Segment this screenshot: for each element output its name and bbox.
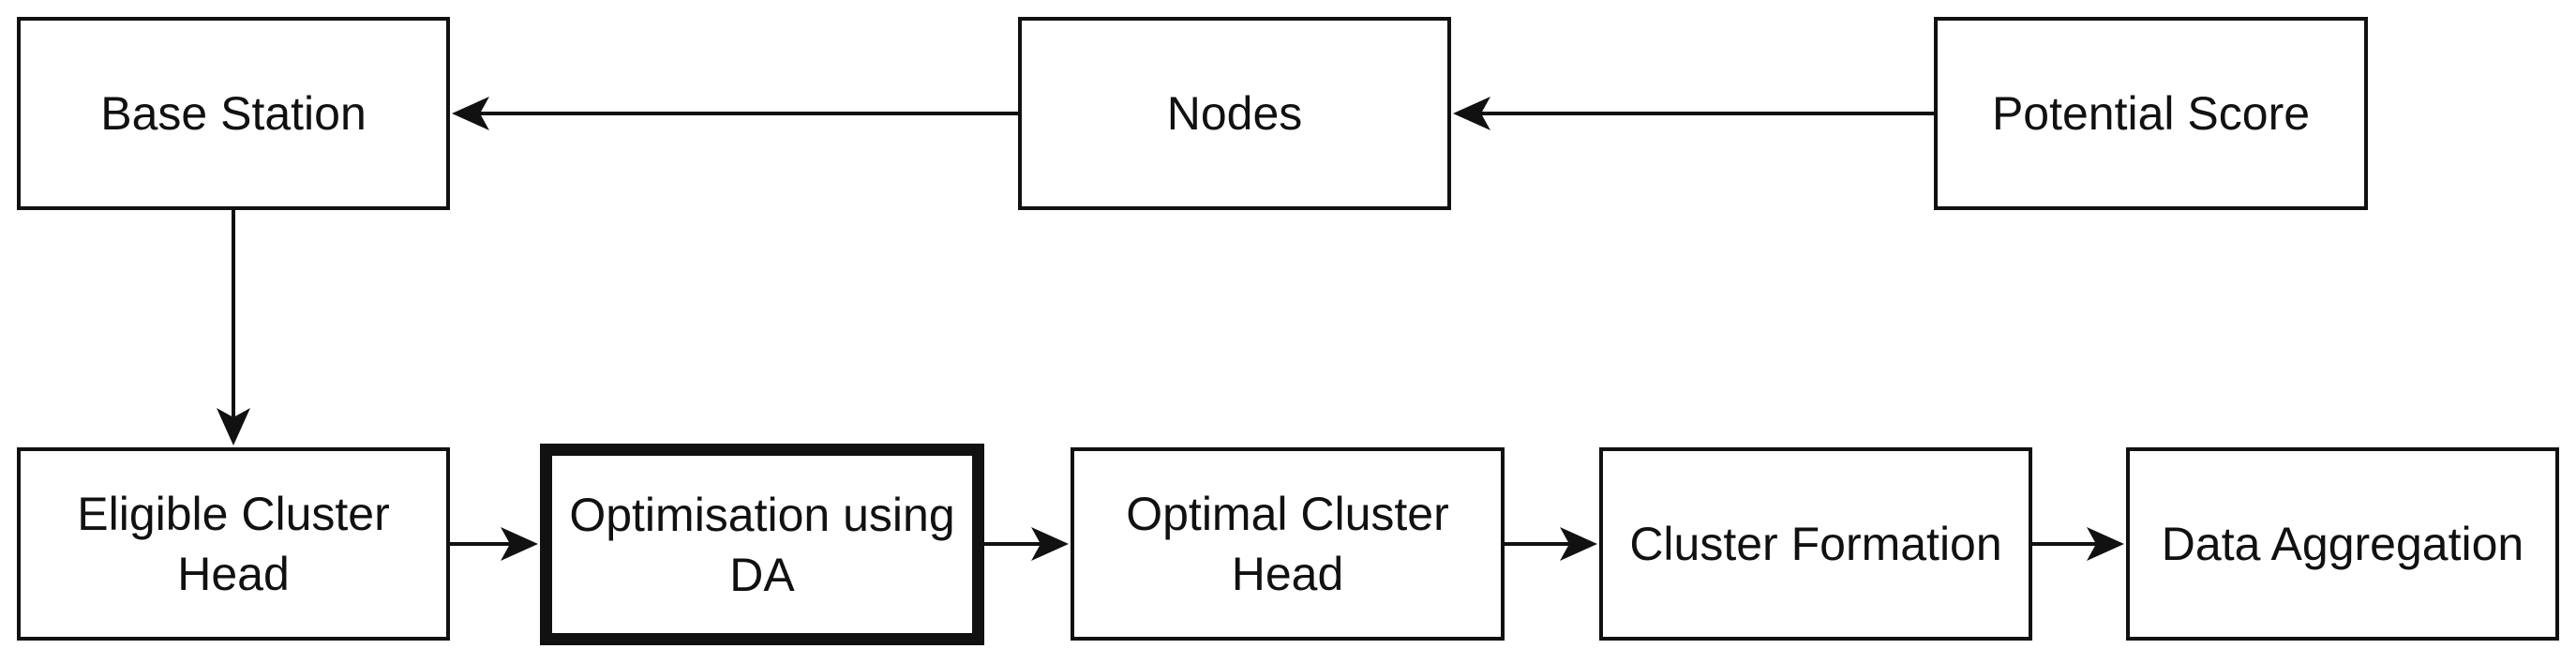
eligible-cluster-head-box: Eligible Cluster Head: [17, 447, 450, 641]
base-station-box: Base Station: [17, 17, 450, 210]
data-aggregation-box: Data Aggregation: [2126, 447, 2559, 641]
data-aggregation-label: Data Aggregation: [2161, 518, 2524, 570]
nodes-label: Nodes: [1166, 87, 1303, 140]
nodes-box: Nodes: [1018, 17, 1451, 210]
arrow-formation-to-aggregation: [2032, 527, 2124, 561]
base-station-label: Base Station: [100, 87, 367, 140]
cluster-formation-box: Cluster Formation: [1599, 447, 2032, 641]
optimisation-using-da-box: Optimisation using DA: [540, 444, 984, 645]
eligible-cluster-head-label: Eligible Cluster Head: [77, 488, 390, 600]
optimal-cluster-head-box: Optimal Cluster Head: [1071, 447, 1505, 641]
arrow-nodes-to-base-station: [452, 97, 1018, 130]
optimisation-using-da-label: Optimisation using DA: [569, 488, 955, 601]
arrow-base-station-to-eligible: [217, 210, 250, 445]
optimal-cluster-head-label: Optimal Cluster Head: [1126, 488, 1449, 600]
arrow-potential-to-nodes: [1453, 97, 1934, 130]
arrow-optimisation-to-optimal: [984, 527, 1069, 561]
arrow-optimal-to-formation: [1505, 527, 1597, 561]
arrow-eligible-to-optimisation: [450, 527, 538, 561]
potential-score-label: Potential Score: [1991, 87, 2311, 140]
cluster-formation-label: Cluster Formation: [1629, 518, 2002, 570]
potential-score-box: Potential Score: [1934, 17, 2368, 210]
